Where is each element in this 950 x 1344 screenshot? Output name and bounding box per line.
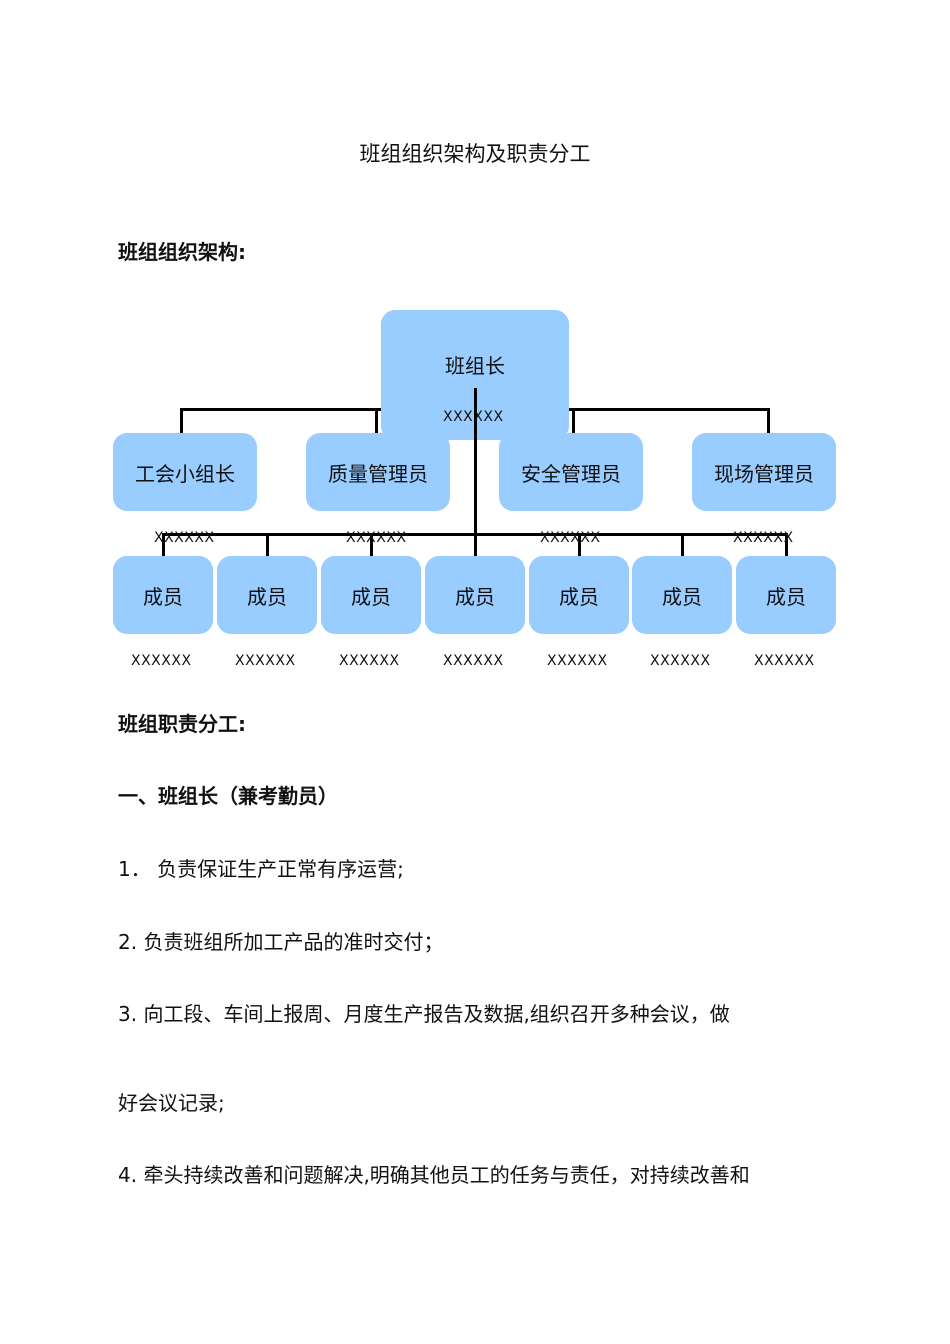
section-heading-duty: 班组职责分工: [118,712,246,736]
duty-item-4: 4. 牵头持续改善和问题解决,明确其他员工的任务与责任，对持续改善和 [118,1163,750,1187]
org-node-member-4: 成员 [425,556,525,634]
org-node-member-6-sub: XXXXXX [650,653,711,669]
connector-member-7 [785,533,788,557]
org-node-member-7-sub: XXXXXX [754,653,815,669]
org-node-member-7-label: 成员 [766,584,806,609]
org-node-manager-1: 工会小组长 [113,433,257,511]
connector-member-5 [578,533,581,557]
org-node-manager-3-sub: XXXXXX [540,530,601,546]
org-node-manager-1-label: 工会小组长 [135,461,235,486]
duty-item-3: 3. 向工段、车间上报周、月度生产报告及数据,组织召开多种会议，做 [118,1002,730,1026]
org-node-member-1: 成员 [113,556,213,634]
org-node-member-3: 成员 [321,556,421,634]
duty-item-3-cont: 好会议记录; [118,1091,225,1115]
org-node-manager-3: 安全管理员 [499,433,643,511]
connector-manager-4 [767,408,770,434]
org-node-manager-4-sub: XXXXXX [733,530,794,546]
org-node-member-6-label: 成员 [662,584,702,609]
org-node-member-4-label: 成员 [455,584,495,609]
org-node-root-sub: XXXXXX [443,409,504,425]
connector-manager-3 [572,408,575,434]
connector-member-1 [162,533,165,557]
org-node-member-1-label: 成员 [143,584,183,609]
connector-member-3 [370,533,373,557]
section-heading-org: 班组组织架构: [118,240,246,264]
org-node-manager-2-label: 质量管理员 [328,461,428,486]
org-node-manager-2-sub: XXXXXX [346,530,407,546]
connector-manager-1 [180,408,183,434]
org-node-member-2: 成员 [217,556,317,634]
org-node-root-label: 班组长 [445,354,505,378]
duty-item-1: 1． 负责保证生产正常有序运营; [118,857,404,881]
org-node-manager-3-label: 安全管理员 [521,461,621,486]
org-node-member-5-sub: XXXXXX [547,653,608,669]
org-node-member-1-sub: XXXXXX [131,653,192,669]
org-node-member-5: 成员 [529,556,629,634]
org-node-member-5-label: 成员 [559,584,599,609]
org-node-member-2-label: 成员 [247,584,287,609]
org-node-member-4-sub: XXXXXX [443,653,504,669]
connector-member-4 [474,533,477,557]
connector-member-6 [681,533,684,557]
connector-member-2 [266,533,269,557]
org-node-manager-1-sub: XXXXXX [154,530,215,546]
duty-item-2: 2. 负责班组所加工产品的准时交付； [118,930,444,954]
org-node-member-2-sub: XXXXXX [235,653,296,669]
org-node-member-7: 成员 [736,556,836,634]
org-node-manager-4-label: 现场管理员 [714,461,814,486]
org-node-member-6: 成员 [632,556,732,634]
connector-root-vertical [474,388,477,558]
org-node-member-3-sub: XXXXXX [339,653,400,669]
section-heading-team-leader: 一、班组长（兼考勤员） [118,784,338,808]
org-node-member-3-label: 成员 [351,584,391,609]
org-chart: 班组长 XXXXXX 工会小组长 质量管理员 安全管理员 现场管理员 XXXXX… [113,310,836,669]
connector-root-overlay [474,388,477,440]
page-title: 班组组织架构及职责分工 [359,142,591,166]
org-node-manager-2: 质量管理员 [306,433,450,511]
connector-manager-2 [375,408,378,434]
org-node-manager-4: 现场管理员 [692,433,836,511]
